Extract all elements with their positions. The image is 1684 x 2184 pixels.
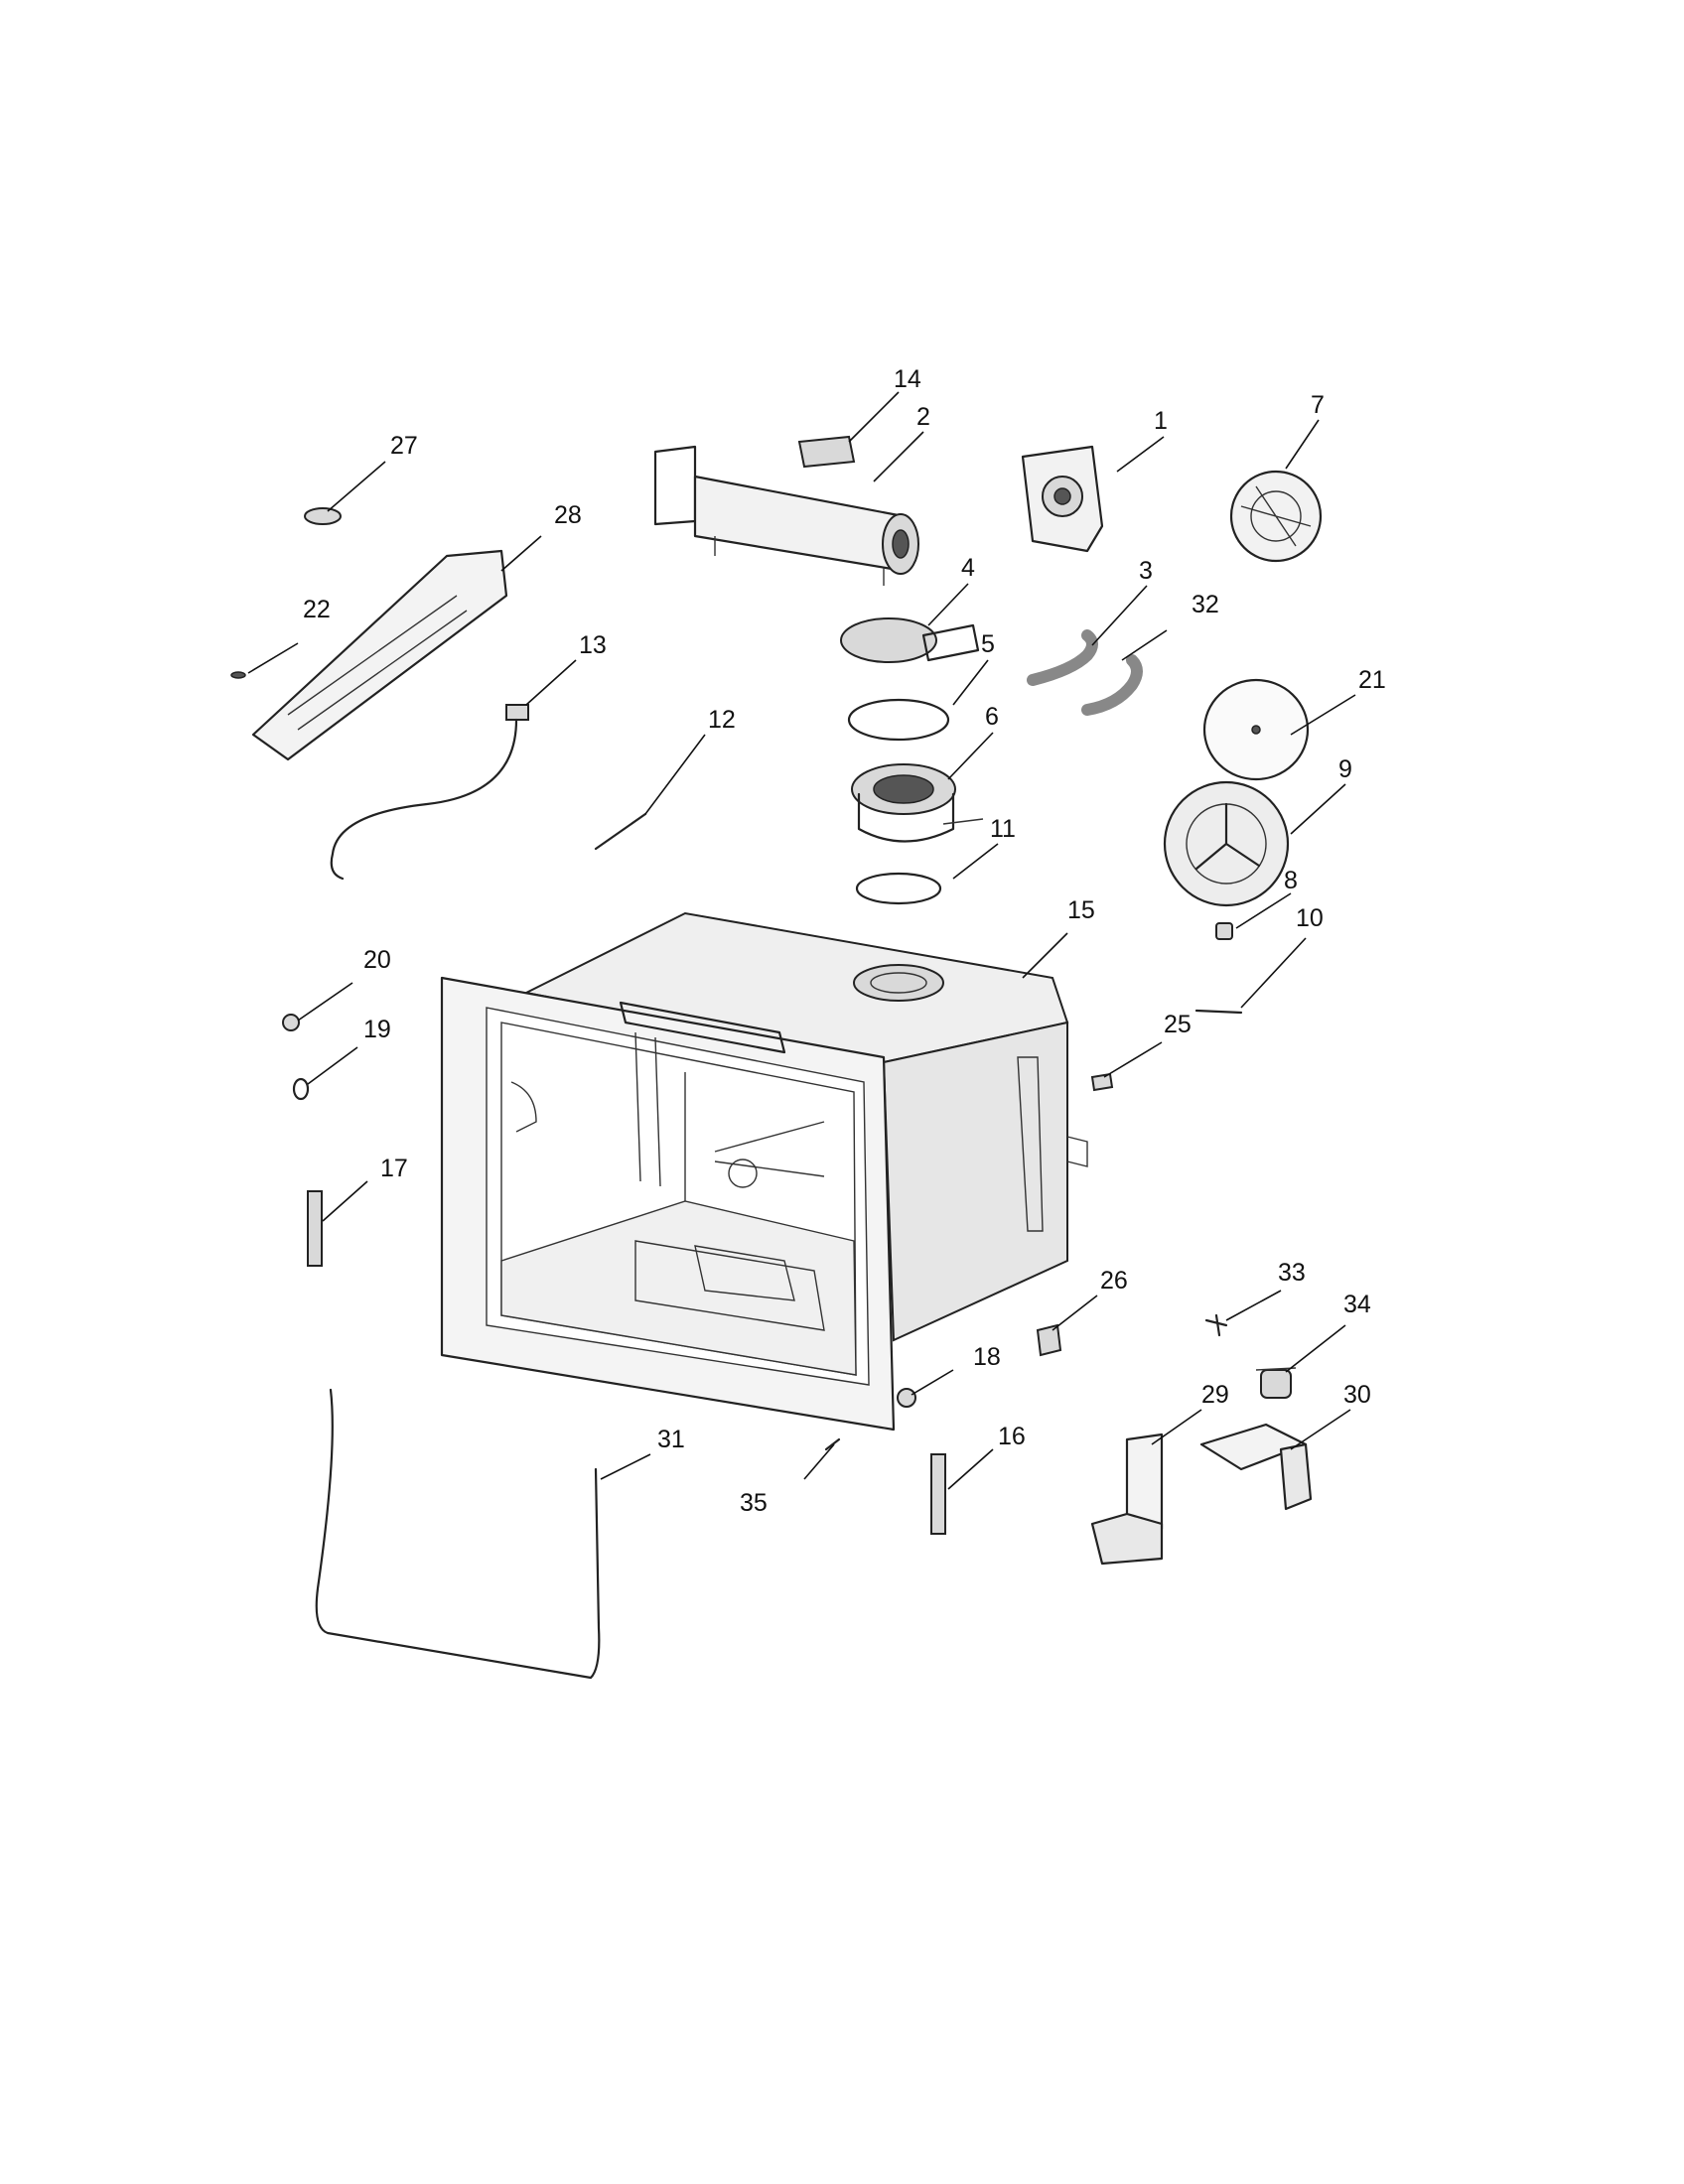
part-14-pad xyxy=(797,435,856,469)
callout-31: 31 xyxy=(657,1426,685,1453)
part-27-capsule xyxy=(304,507,342,525)
callout-27: 27 xyxy=(390,432,418,460)
part-32-hose xyxy=(1081,654,1143,716)
part-25-screw xyxy=(1090,1072,1114,1092)
part-17-hinge xyxy=(307,1190,323,1267)
part-21-disc xyxy=(1202,678,1310,781)
callout-16: 16 xyxy=(998,1423,1026,1450)
part-29-bracket xyxy=(1090,1433,1164,1566)
callout-25: 25 xyxy=(1164,1011,1192,1038)
part-13-wire-harness xyxy=(330,704,529,881)
callout-18: 18 xyxy=(973,1343,1001,1371)
part-10-spring xyxy=(1194,1009,1243,1015)
part-12-rod xyxy=(594,812,647,851)
part-3-hose xyxy=(1027,629,1098,686)
callout-4: 4 xyxy=(961,554,975,582)
callout-1: 1 xyxy=(1154,407,1168,435)
callout-8: 8 xyxy=(1284,867,1298,894)
part-22-pin xyxy=(230,671,246,679)
callout-26: 26 xyxy=(1100,1267,1128,1295)
part-11-ring xyxy=(855,872,942,905)
callout-33: 33 xyxy=(1278,1259,1306,1287)
part-26-fitting xyxy=(1036,1323,1062,1357)
callout-15: 15 xyxy=(1067,896,1095,924)
part-19-oring xyxy=(292,1077,310,1101)
callout-2: 2 xyxy=(916,403,930,431)
part-7-motor xyxy=(1229,470,1323,563)
callout-29: 29 xyxy=(1201,1381,1229,1409)
part-28-control-board xyxy=(251,549,508,761)
part-35-screw xyxy=(824,1437,841,1451)
callout-32: 32 xyxy=(1192,591,1219,618)
part-18-washer xyxy=(897,1388,916,1408)
callout-17: 17 xyxy=(380,1155,408,1182)
part-6-filter xyxy=(851,763,984,843)
part-16-hinge xyxy=(930,1453,946,1535)
callout-22: 22 xyxy=(303,596,331,623)
part-34-switch xyxy=(1255,1367,1297,1399)
part-33-clip xyxy=(1204,1313,1228,1337)
callout-28: 28 xyxy=(554,501,582,529)
callout-11: 11 xyxy=(990,815,1016,843)
callout-9: 9 xyxy=(1338,755,1352,783)
callout-10: 10 xyxy=(1296,904,1324,932)
part-1-fan-motor xyxy=(1021,445,1104,553)
callout-6: 6 xyxy=(985,703,999,731)
callout-12: 12 xyxy=(708,706,736,734)
leader-lines xyxy=(247,391,1356,1490)
part-31-rod xyxy=(315,1388,601,1680)
callout-20: 20 xyxy=(363,946,391,974)
callout-14: 14 xyxy=(894,365,921,393)
callout-3: 3 xyxy=(1139,557,1153,585)
callout-13: 13 xyxy=(579,631,607,659)
part-8-nut xyxy=(1215,922,1233,940)
part-2-tube-assembly xyxy=(653,445,919,586)
part-30-bracket xyxy=(1199,1423,1313,1511)
callout-7: 7 xyxy=(1311,391,1325,419)
callout-labels: 1 2 3 4 5 6 7 8 9 10 11 12 13 14 15 16 1… xyxy=(303,365,1386,1517)
callout-30: 30 xyxy=(1343,1381,1371,1409)
callout-5: 5 xyxy=(981,630,995,658)
callout-19: 19 xyxy=(363,1016,391,1043)
cavity-tub xyxy=(440,911,1088,1432)
callout-35: 35 xyxy=(740,1489,768,1517)
part-9-housing xyxy=(1163,780,1290,907)
part-4-pump-cover xyxy=(840,617,980,663)
callout-21: 21 xyxy=(1358,666,1386,694)
part-20-screw xyxy=(282,1014,300,1031)
part-5-gasket xyxy=(847,698,950,742)
callout-34: 34 xyxy=(1343,1291,1371,1318)
